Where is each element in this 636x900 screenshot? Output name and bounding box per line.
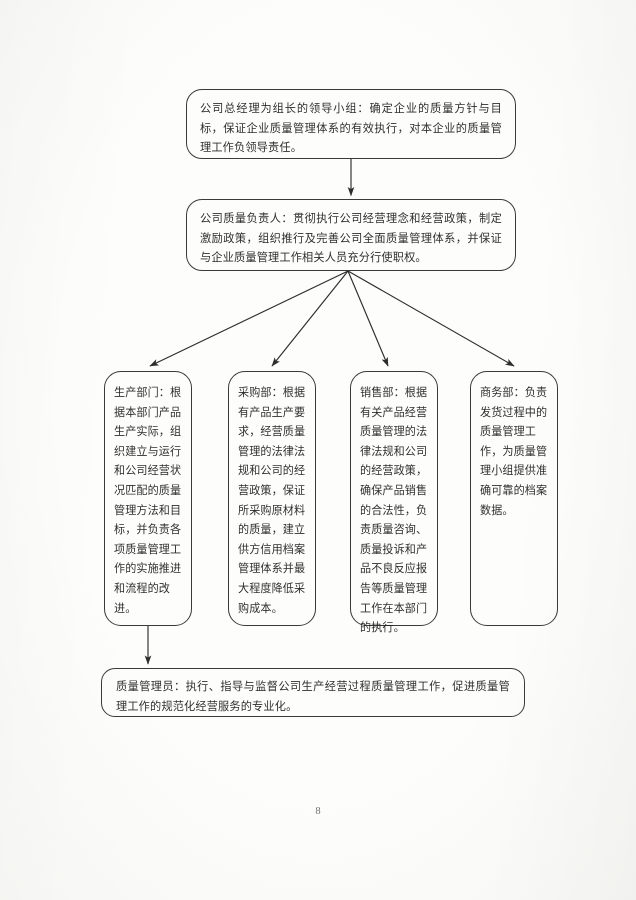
arrow-quality-officer-to-sales xyxy=(347,270,389,367)
node-quality-manager: 质量管理员：执行、指导与监督公司生产经营过程质量管理工作，促进质量管理工作的规范… xyxy=(101,668,525,717)
node-leadership-group-text: 公司总经理为组长的领导小组：确定企业的质量方针与目标，保证企业质量管理体系的有效… xyxy=(200,102,502,154)
page-number: 8 xyxy=(315,806,321,817)
node-business-department: 商务部：负责发货过程中的质量管理工作，为质量管理小组提供准确可靠的档案数据。 xyxy=(470,371,558,626)
node-sales-department-text: 销售部：根据有关产品经营质量管理的法律法规和公司的经营政策，确保产品销售的合法性… xyxy=(360,386,428,635)
node-quality-manager-text: 质量管理员：执行、指导与监督公司生产经营过程质量管理工作，促进质量管理工作的规范… xyxy=(116,680,510,713)
node-purchasing-department: 采购部：根据有产品生产要求，经营质量管理的法律法规和公司的经营政策，保证所采购原… xyxy=(228,371,316,626)
node-production-department-text: 生产部门：根据本部门产品生产实际，组织建立与运行和公司经营状况匹配的质量管理方法… xyxy=(114,386,182,615)
arrow-quality-officer-to-production xyxy=(149,270,349,367)
arrow-quality-officer-to-business xyxy=(347,270,515,367)
node-quality-officer-text: 公司质量负责人：贯彻执行公司经营理念和经营政策，制定激励政策，组织推行及完善公司… xyxy=(200,212,502,264)
arrow-quality-officer-to-purchasing xyxy=(271,270,349,367)
node-business-department-text: 商务部：负责发货过程中的质量管理工作，为质量管理小组提供准确可靠的档案数据。 xyxy=(480,386,548,517)
node-purchasing-department-text: 采购部：根据有产品生产要求，经营质量管理的法律法规和公司的经营政策，保证所采购原… xyxy=(238,386,306,615)
node-quality-officer: 公司质量负责人：贯彻执行公司经营理念和经营政策，制定激励政策，组织推行及完善公司… xyxy=(186,199,516,271)
node-leadership-group: 公司总经理为组长的领导小组：确定企业的质量方针与目标，保证企业质量管理体系的有效… xyxy=(186,89,516,159)
node-sales-department: 销售部：根据有关产品经营质量管理的法律法规和公司的经营政策，确保产品销售的合法性… xyxy=(350,371,438,634)
node-production-department: 生产部门：根据本部门产品生产实际，组织建立与运行和公司经营状况匹配的质量管理方法… xyxy=(104,371,192,626)
